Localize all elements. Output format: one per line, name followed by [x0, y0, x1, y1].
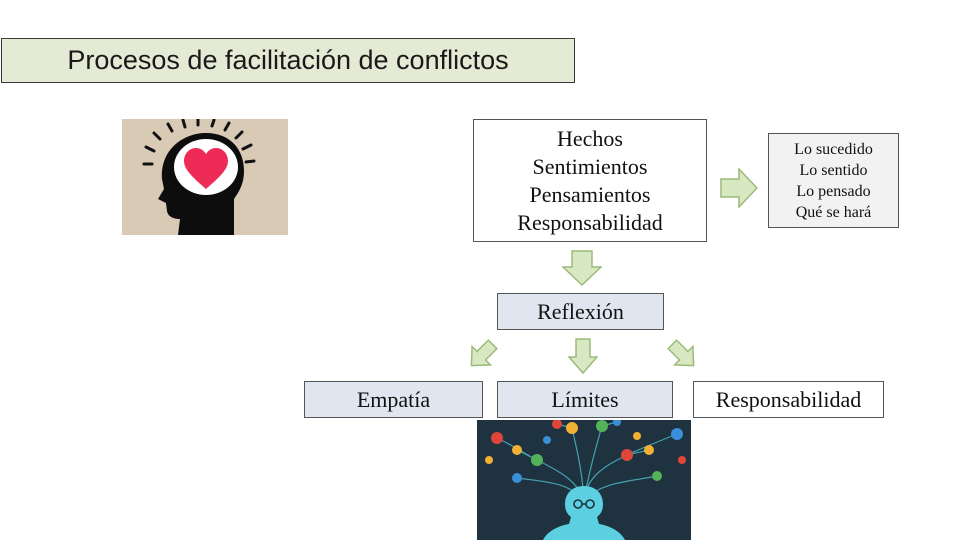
arrow-down-icon: [562, 250, 602, 286]
meanings-box: Lo sucedido Lo sentido Lo pensado Qué se…: [768, 133, 899, 228]
head-heart-illustration: [122, 119, 288, 235]
meaning-lo-sucedido: Lo sucedido: [794, 140, 873, 158]
empatia-label: Empatía: [356, 386, 431, 412]
factor-hechos: Hechos: [557, 125, 623, 151]
head-heart-image: [122, 119, 288, 235]
arrow-down-center-icon: [568, 338, 598, 374]
arrow-down-left-icon: [470, 339, 498, 367]
limites-box: Límites: [497, 381, 673, 418]
factors-box: Hechos Sentimientos Pensamientos Respons…: [473, 119, 707, 242]
limites-label: Límites: [551, 386, 619, 412]
arrow-right-icon: [720, 168, 758, 208]
slide-title: Procesos de facilitación de conflictos: [1, 38, 575, 83]
factor-sentimientos: Sentimientos: [532, 153, 648, 179]
responsabilidad-box: Responsabilidad: [693, 381, 884, 418]
reflexion-label: Reflexión: [537, 298, 624, 324]
network-head-image: [477, 420, 691, 540]
slide-title-text: Procesos de facilitación de conflictos: [67, 45, 509, 75]
factor-pensamientos: Pensamientos: [529, 181, 651, 207]
factor-responsabilidad: Responsabilidad: [517, 209, 663, 235]
meaning-lo-sentido: Lo sentido: [799, 161, 868, 179]
arrow-down-right-icon: [667, 339, 695, 367]
meaning-lo-pensado: Lo pensado: [796, 182, 871, 200]
reflexion-box: Reflexión: [497, 293, 664, 330]
meaning-que-se-hara: Qué se hará: [795, 203, 872, 221]
empatia-box: Empatía: [304, 381, 483, 418]
network-head-illustration: [477, 420, 691, 540]
responsabilidad-label: Responsabilidad: [715, 386, 862, 412]
